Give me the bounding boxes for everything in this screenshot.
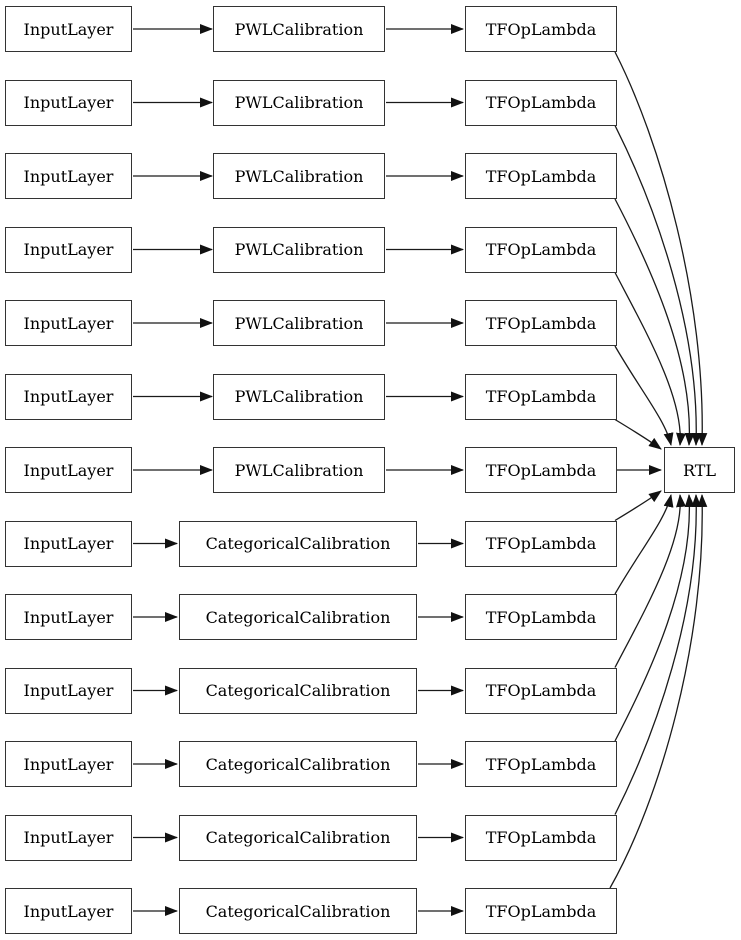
- node-tfoplambda: TFOpLambda: [465, 888, 617, 934]
- node-categoricalcalibration: CategoricalCalibration: [179, 814, 417, 861]
- edge-lambda-rtl: [614, 272, 686, 446]
- node-tfoplambda: TFOpLambda: [465, 300, 617, 346]
- node-inputlayer: InputLayer: [5, 373, 132, 420]
- node-tfoplambda: TFOpLambda: [465, 373, 617, 420]
- diagram-row: InputLayer CategoricalCalibration TFOpLa…: [0, 520, 741, 567]
- edge-lambda-rtl: [614, 494, 695, 742]
- node-inputlayer: InputLayer: [5, 153, 132, 199]
- node-tfoplambda: TFOpLambda: [465, 741, 617, 787]
- edge-lambda-rtl: [614, 125, 702, 446]
- node-inputlayer: InputLayer: [5, 888, 132, 934]
- node-rtl: RTL: [664, 447, 735, 493]
- node-tfoplambda: TFOpLambda: [465, 520, 617, 567]
- diagram-row: InputLayer PWLCalibration TFOpLambda: [0, 300, 741, 346]
- diagram-row: InputLayer PWLCalibration TFOpLambda: [0, 373, 741, 420]
- diagram-row: InputLayer PWLCalibration TFOpLambda: [0, 226, 741, 273]
- edge-lambda-rtl: [609, 494, 708, 889]
- node-categoricalcalibration: CategoricalCalibration: [179, 520, 417, 567]
- node-categoricalcalibration: CategoricalCalibration: [179, 888, 417, 934]
- diagram-row: InputLayer CategoricalCalibration TFOpLa…: [0, 667, 741, 714]
- node-inputlayer: InputLayer: [5, 447, 132, 493]
- diagram-row: InputLayer PWLCalibration TFOpLambda: [0, 153, 741, 199]
- edge-lambda-rtl: [614, 198, 695, 446]
- edge-lambda-rtl: [614, 490, 662, 522]
- node-tfoplambda: TFOpLambda: [465, 814, 617, 861]
- diagram-row: InputLayer PWLCalibration TFOpLambda: [0, 6, 741, 52]
- diagram-row: InputLayer PWLCalibration TFOpLambda: [0, 447, 741, 493]
- node-tfoplambda: TFOpLambda: [465, 226, 617, 273]
- node-inputlayer: InputLayer: [5, 594, 132, 640]
- node-pwlcalibration: PWLCalibration: [213, 373, 385, 420]
- edge-lambda-rtl: [614, 494, 674, 595]
- node-pwlcalibration: PWLCalibration: [213, 6, 385, 52]
- diagram-row: InputLayer CategoricalCalibration TFOpLa…: [0, 888, 741, 934]
- node-inputlayer: InputLayer: [5, 300, 132, 346]
- diagram-row: InputLayer CategoricalCalibration TFOpLa…: [0, 814, 741, 861]
- node-inputlayer: InputLayer: [5, 741, 132, 787]
- node-tfoplambda: TFOpLambda: [465, 447, 617, 493]
- edge-lambda-rtl: [614, 418, 662, 450]
- diagram-row: InputLayer CategoricalCalibration TFOpLa…: [0, 741, 741, 787]
- node-categoricalcalibration: CategoricalCalibration: [179, 741, 417, 787]
- node-pwlcalibration: PWLCalibration: [213, 300, 385, 346]
- node-tfoplambda: TFOpLambda: [465, 667, 617, 714]
- node-pwlcalibration: PWLCalibration: [213, 79, 385, 126]
- node-tfoplambda: TFOpLambda: [465, 6, 617, 52]
- node-tfoplambda: TFOpLambda: [465, 594, 617, 640]
- edge-lambda-rtl: [614, 345, 674, 446]
- node-inputlayer: InputLayer: [5, 520, 132, 567]
- node-inputlayer: InputLayer: [5, 79, 132, 126]
- node-pwlcalibration: PWLCalibration: [213, 226, 385, 273]
- node-categoricalcalibration: CategoricalCalibration: [179, 667, 417, 714]
- edge-lambda-rtl: [614, 494, 686, 668]
- edge-lambda-rtl: [614, 51, 708, 446]
- node-pwlcalibration: PWLCalibration: [213, 447, 385, 493]
- node-categoricalcalibration: CategoricalCalibration: [179, 594, 417, 640]
- edge-lambda-rtl: [614, 494, 702, 815]
- node-inputlayer: InputLayer: [5, 814, 132, 861]
- node-tfoplambda: TFOpLambda: [465, 79, 617, 126]
- node-pwlcalibration: PWLCalibration: [213, 153, 385, 199]
- diagram-row: InputLayer PWLCalibration TFOpLambda: [0, 79, 741, 126]
- node-inputlayer: InputLayer: [5, 6, 132, 52]
- node-inputlayer: InputLayer: [5, 667, 132, 714]
- node-tfoplambda: TFOpLambda: [465, 153, 617, 199]
- node-inputlayer: InputLayer: [5, 226, 132, 273]
- diagram-row: InputLayer CategoricalCalibration TFOpLa…: [0, 594, 741, 640]
